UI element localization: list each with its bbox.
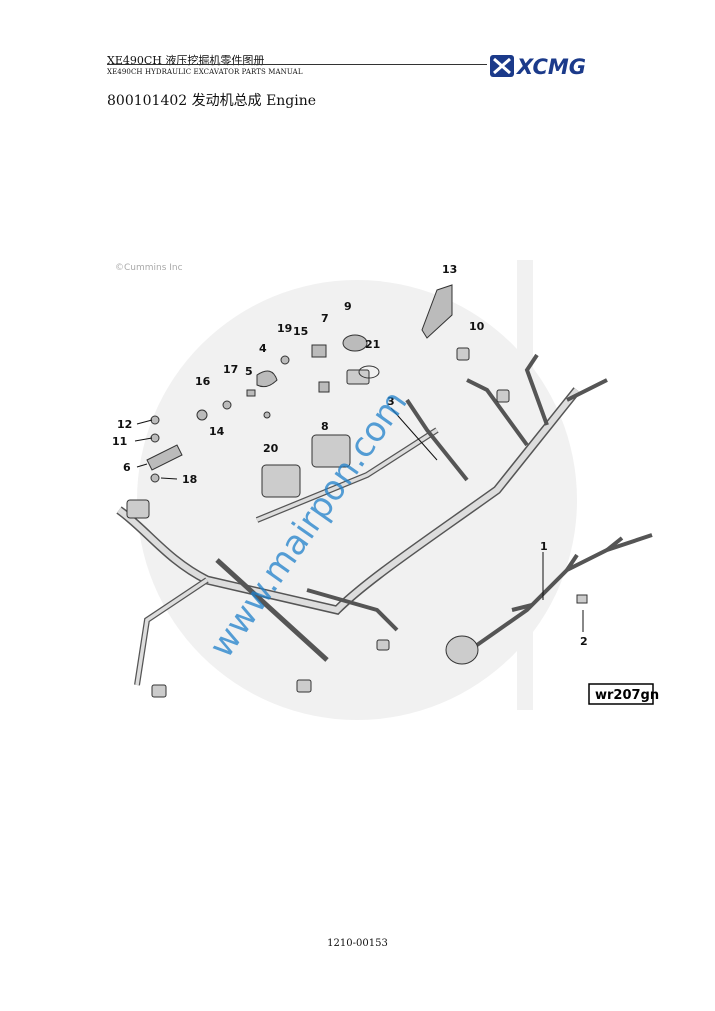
callout-1: 1 bbox=[540, 540, 548, 553]
callout-15: 15 bbox=[293, 325, 308, 338]
ref-code-box bbox=[588, 683, 654, 705]
callout-14: 14 bbox=[209, 425, 225, 438]
wiring-harness-diagram: ©Cummins Inc bbox=[112, 260, 659, 720]
copyright-text: ©Cummins Inc bbox=[115, 263, 183, 273]
callout-20: 20 bbox=[263, 442, 279, 455]
leader-lines bbox=[134, 407, 584, 632]
xcmg-logo: XCMG bbox=[490, 55, 586, 79]
callout-9: 9 bbox=[344, 300, 352, 313]
page-code: 1210-00153 bbox=[327, 938, 388, 949]
section-title: 800101402 发动机总成 Engine bbox=[107, 93, 317, 109]
hardware-parts bbox=[146, 284, 453, 483]
callout-3: 3 bbox=[387, 395, 395, 408]
header-title: XE490CH 液压挖掘机零件图册 bbox=[107, 54, 265, 67]
callout-10: 10 bbox=[469, 320, 485, 333]
callout-17: 17 bbox=[223, 363, 238, 376]
callout-8: 8 bbox=[321, 420, 329, 433]
callout-7: 7 bbox=[321, 312, 329, 325]
callout-21: 21 bbox=[365, 338, 380, 351]
callout-16: 16 bbox=[195, 375, 211, 388]
callout-5: 5 bbox=[245, 365, 253, 378]
callout-19: 19 bbox=[277, 322, 292, 335]
header-subtitle: XE490CH HYDRAULIC EXCAVATOR PARTS MANUAL bbox=[107, 68, 303, 76]
callout-13: 13 bbox=[442, 263, 457, 276]
callout-4: 4 bbox=[259, 342, 267, 355]
main-harness bbox=[116, 353, 608, 686]
callouts: 1 2 3 4 5 6 7 8 9 10 11 12 13 14 15 16 1… bbox=[112, 263, 588, 648]
logo-text: XCMG bbox=[515, 55, 586, 79]
sub-harness bbox=[475, 533, 653, 647]
sensor-part bbox=[445, 594, 588, 665]
callout-12: 12 bbox=[117, 418, 132, 431]
ecm-connectors bbox=[126, 347, 510, 698]
callout-11: 11 bbox=[112, 435, 127, 448]
callout-6: 6 bbox=[123, 461, 131, 474]
ref-code: wr207gn bbox=[595, 688, 659, 703]
callout-18: 18 bbox=[182, 473, 197, 486]
header-rule bbox=[107, 64, 487, 65]
callout-2: 2 bbox=[580, 635, 588, 648]
